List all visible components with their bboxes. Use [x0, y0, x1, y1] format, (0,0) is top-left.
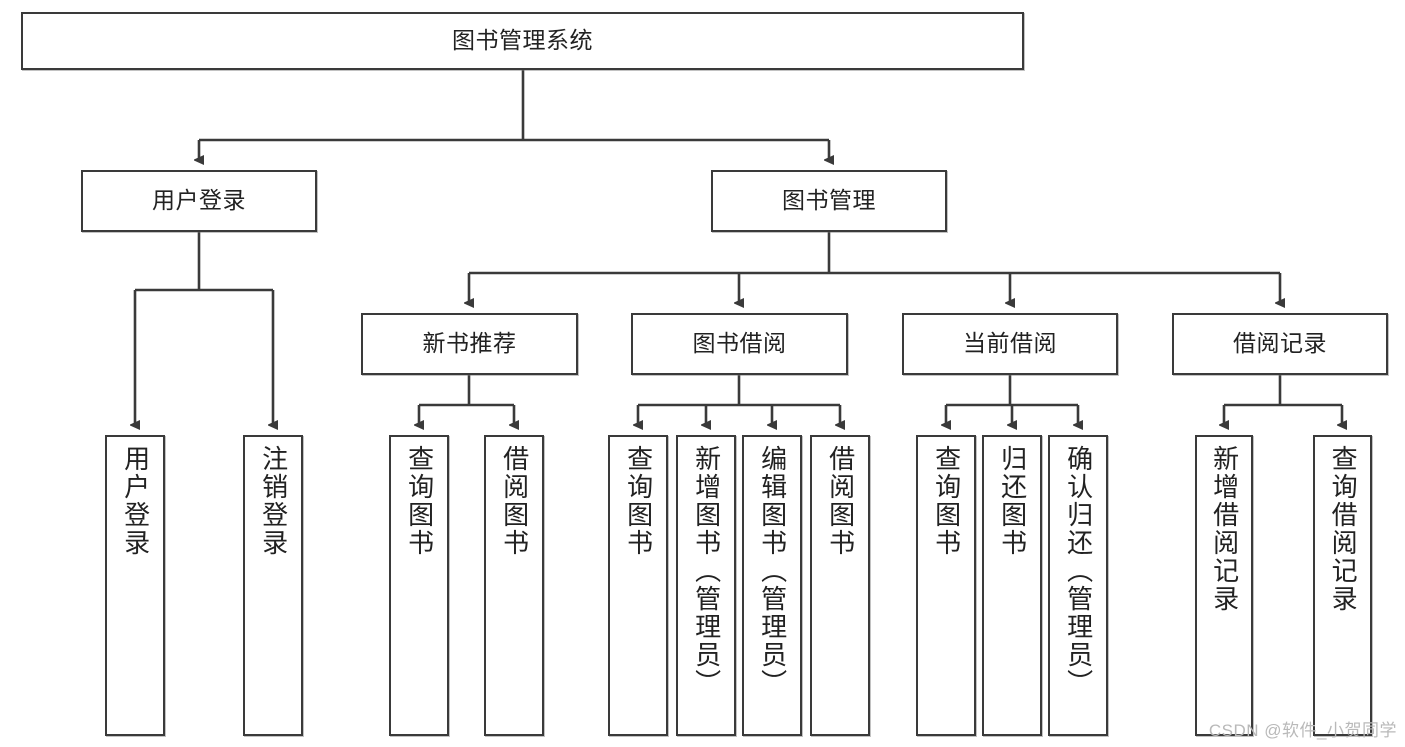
node-label: 注销登录 — [258, 445, 289, 557]
node-label: 归还图书 — [997, 445, 1028, 557]
node-leaf-borrow-book[interactable]: 借阅图书 — [810, 435, 870, 736]
node-label: 借阅图书 — [499, 445, 530, 557]
node-label: 用户登录 — [120, 445, 151, 557]
node-label: 借阅记录 — [1233, 330, 1327, 357]
node-leaf-user-login[interactable]: 用户登录 — [105, 435, 165, 736]
node-label: 新书推荐 — [422, 330, 517, 357]
node-borrow-record[interactable]: 借阅记录 — [1172, 313, 1388, 375]
node-leaf-query-book-rec[interactable]: 查询图书 — [389, 435, 449, 736]
node-label: 查询借阅记录 — [1328, 445, 1359, 613]
node-label: 借阅图书 — [825, 445, 856, 557]
node-leaf-confirm-return[interactable]: 确认归还（管理员） — [1048, 435, 1108, 736]
node-leaf-add-book[interactable]: 新增图书（管理员） — [676, 435, 736, 736]
node-leaf-query-borrow-record[interactable]: 查询借阅记录 — [1313, 435, 1372, 736]
node-new-book-recommend[interactable]: 新书推荐 — [361, 313, 578, 375]
node-label: 确认归还（管理员） — [1063, 445, 1094, 697]
node-label: 用户登录 — [152, 187, 246, 214]
node-label: 图书借阅 — [692, 330, 787, 357]
node-label: 查询图书 — [931, 445, 962, 557]
node-label: 图书管理系统 — [452, 27, 593, 54]
node-label: 当前借阅 — [963, 330, 1057, 357]
node-label: 图书管理 — [782, 187, 876, 214]
node-leaf-query-book-current[interactable]: 查询图书 — [916, 435, 976, 736]
node-leaf-return-book[interactable]: 归还图书 — [982, 435, 1042, 736]
node-label: 查询图书 — [404, 445, 435, 557]
node-leaf-add-borrow-record[interactable]: 新增借阅记录 — [1195, 435, 1253, 736]
node-leaf-edit-book[interactable]: 编辑图书（管理员） — [742, 435, 802, 736]
node-leaf-borrow-book-rec[interactable]: 借阅图书 — [484, 435, 544, 736]
csdn-watermark: CSDN @软件_小贺同学 — [1208, 721, 1397, 740]
node-leaf-query-book[interactable]: 查询图书 — [608, 435, 668, 736]
node-current-borrow[interactable]: 当前借阅 — [902, 313, 1118, 375]
node-label: 新增图书（管理员） — [691, 445, 722, 697]
node-label: 新增借阅记录 — [1209, 445, 1240, 613]
node-user-login[interactable]: 用户登录 — [81, 170, 317, 232]
node-root-system[interactable]: 图书管理系统 — [21, 12, 1024, 70]
node-label: 编辑图书（管理员） — [757, 445, 788, 697]
node-leaf-logout[interactable]: 注销登录 — [243, 435, 303, 736]
node-book-borrow[interactable]: 图书借阅 — [631, 313, 848, 375]
node-label: 查询图书 — [623, 445, 654, 557]
node-book-manage[interactable]: 图书管理 — [711, 170, 947, 232]
